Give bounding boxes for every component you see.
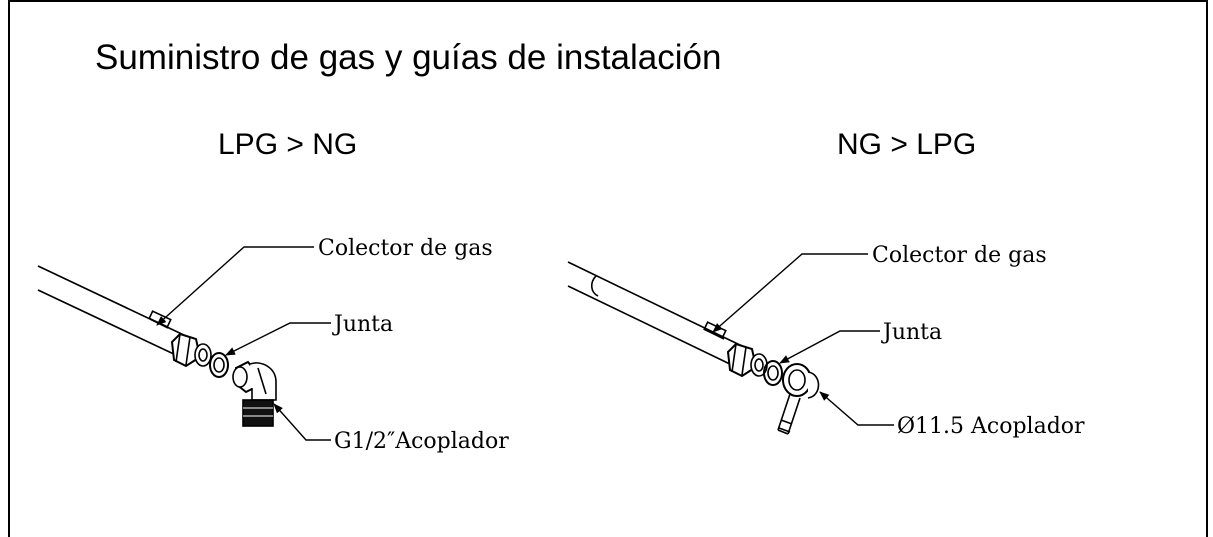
page-title: Suministro de gas y guías de instalación: [95, 38, 722, 77]
gas-manifold-pipe-right: [567, 261, 743, 367]
lpg-to-ng-leaders: [156, 246, 331, 441]
ng-to-lpg-assembly: [567, 261, 820, 435]
hose-coupler-right: [777, 363, 820, 435]
gasket-callout-left: Junta: [332, 312, 393, 337]
hex-fitting-left: [170, 332, 212, 368]
lpg-to-ng-assembly: [37, 265, 277, 427]
ng-to-lpg-leaders: [712, 253, 894, 426]
coupler-callout-left: G1/2″Acoplador: [334, 429, 509, 454]
lpg-to-ng-heading: LPG > NG: [218, 128, 358, 161]
gas-manifold-pipe-left: [37, 265, 187, 357]
hex-fitting-right: [726, 342, 768, 378]
page-frame: [8, 0, 1208, 537]
ng-to-lpg-heading: NG > LPG: [837, 128, 977, 161]
gasket-left: [209, 352, 229, 378]
elbow-coupler-left: [232, 360, 277, 427]
manifold-callout-left: Colector de gas: [318, 236, 493, 261]
coupler-callout-right: Ø11.5 Acoplador: [897, 414, 1085, 439]
manifold-callout-right: Colector de gas: [872, 243, 1047, 268]
gasket-callout-right: Junta: [881, 320, 942, 345]
gasket-right: [763, 360, 783, 386]
